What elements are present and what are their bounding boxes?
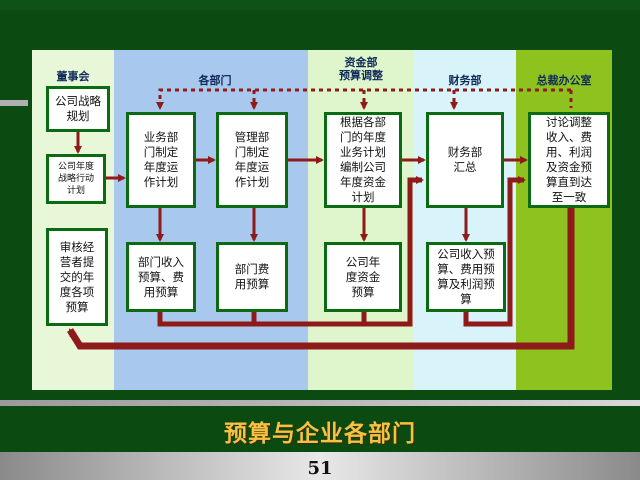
panel-gm-office (516, 50, 612, 390)
column-title-board: 董事会 (56, 70, 90, 83)
dotted-feedback-line (156, 88, 571, 110)
column-title-finance: 财务部 (448, 74, 482, 87)
box-finance-summary: 财务部 汇总 (426, 112, 504, 208)
arrow-discuss-to-review (67, 208, 575, 350)
side-accent-left (0, 100, 28, 106)
column-title-budget-dept: 资金部 预算调整 (339, 56, 383, 82)
box-fund-plan: 根据各部 门的年度 业务计划 编制公司 年度资金 计划 (324, 112, 402, 208)
box-company-budget: 公司收入预 算、费用预 算及利润预 算 (426, 242, 506, 312)
top-stripe (0, 0, 640, 10)
slide-caption: 预算与企业各部门 (224, 421, 416, 447)
box-discuss: 讨论调整 收入、费 用、利润 及资金预 算直到达 至一致 (528, 112, 610, 208)
column-title-gm-office: 总裁办公室 (536, 74, 592, 87)
box-strategy-action: 公司年度 战略行动 计划 (46, 154, 106, 204)
box-strategy-plan: 公司战略 规划 (46, 86, 110, 132)
panel-departments (114, 50, 308, 390)
box-review: 审核经 营者提 交的年 度各项 预算 (46, 228, 108, 326)
column-title-departments: 各部门 (198, 74, 232, 87)
page-number: 51 (307, 458, 333, 479)
arrow-company-to-discuss (463, 176, 526, 327)
box-company-fund: 公司年 度资金 预算 (324, 242, 402, 312)
bottom-gray-stripe (0, 400, 640, 406)
arrow-collect-to-finance (157, 176, 424, 327)
box-dept-expense: 部门费 用预算 (216, 242, 288, 312)
footer-band (0, 452, 640, 480)
box-biz-plan: 业务部 门制定 年度运 作计划 (126, 112, 196, 208)
box-dept-budget: 部门收入 预算、费 用预算 (126, 242, 196, 312)
box-mgmt-plan: 管理部 门制定 年度运 作计划 (216, 112, 288, 208)
